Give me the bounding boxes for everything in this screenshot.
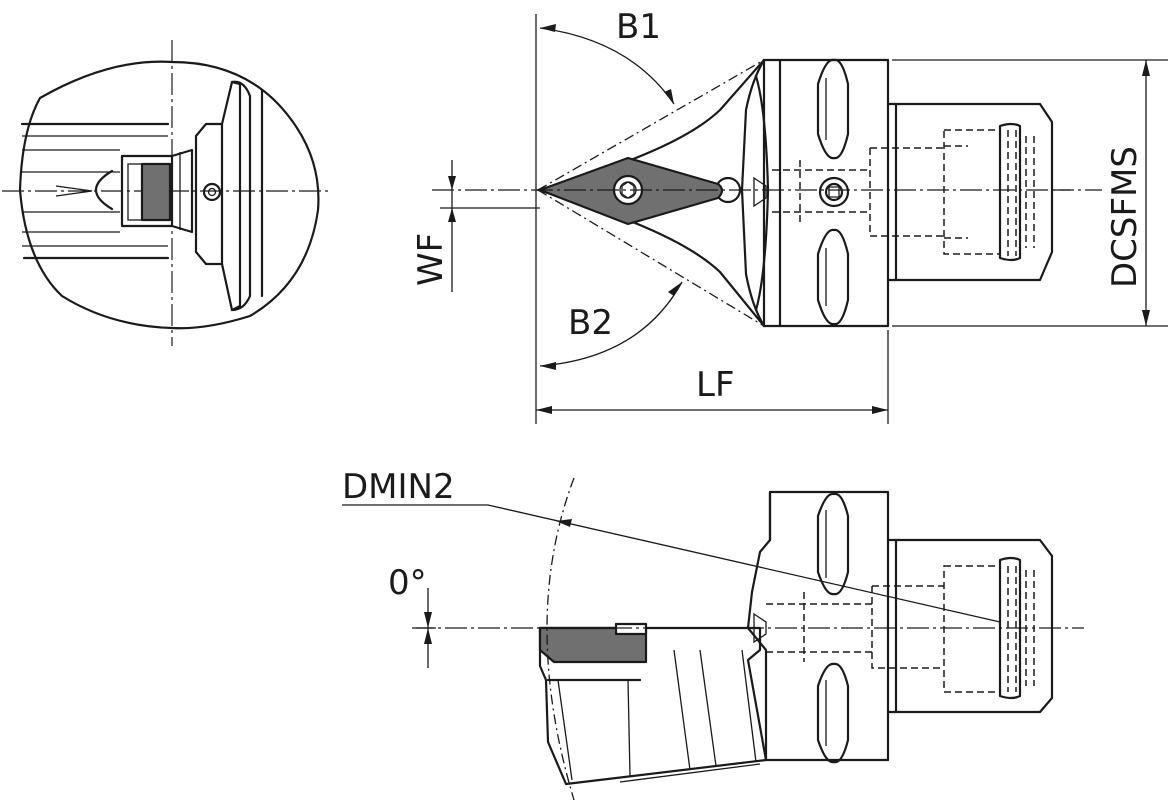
- label-wf: WF: [411, 233, 451, 286]
- label-b2: B2: [568, 303, 613, 343]
- top-view: [432, 58, 1102, 328]
- label-b1: B1: [616, 7, 661, 47]
- dimension-wf: WF: [411, 160, 540, 292]
- detail-clamp-body: [194, 80, 264, 312]
- label-lf: LF: [696, 365, 735, 405]
- label-dmin2: DMIN2: [342, 467, 455, 507]
- side-shank: [886, 538, 1054, 714]
- top-main-body: [753, 58, 944, 328]
- detail-view: [2, 40, 330, 346]
- dimension-dmin2: DMIN2: [342, 467, 1001, 623]
- dimension-b1: B1: [535, 7, 675, 196]
- dmin2-arc: [546, 477, 575, 801]
- dimension-dcsfms: DCSFMS: [892, 59, 1168, 327]
- dimension-b2: B2: [535, 196, 683, 424]
- top-insert: [538, 156, 724, 226]
- detail-shank-lines: [20, 122, 170, 260]
- detail-insert-pocket: [120, 148, 194, 234]
- top-shank: [886, 102, 1054, 282]
- side-main-body: [746, 490, 944, 764]
- dimension-lf: LF: [536, 330, 889, 424]
- label-dcsfms: DCSFMS: [1105, 146, 1145, 288]
- side-insert: [538, 622, 648, 664]
- label-zero-angle: 0°: [388, 563, 427, 603]
- side-view: [412, 477, 1084, 801]
- dimension-zero-angle: 0°: [388, 563, 436, 668]
- side-head: [538, 626, 768, 786]
